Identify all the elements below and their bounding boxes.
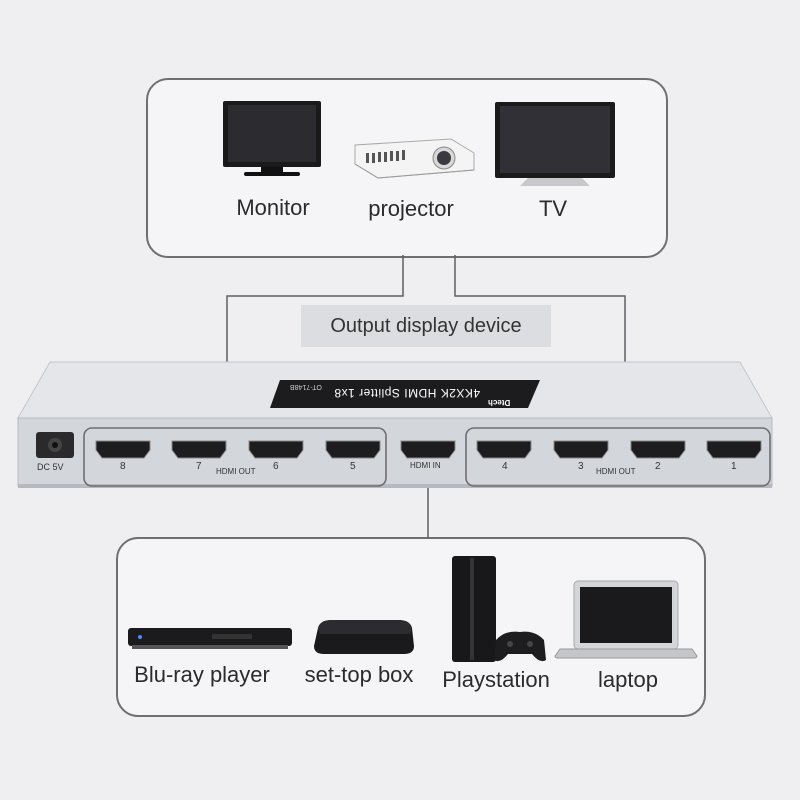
hdmi-port-5	[325, 440, 381, 459]
output-device-label: projector	[368, 196, 454, 221]
tv-icon	[495, 102, 615, 186]
hdmi-out-label-left: HDMI OUT	[216, 467, 256, 476]
port-number-6: 6	[273, 461, 279, 472]
input-device-label: Blu-ray player	[134, 662, 270, 687]
hdmi-in-label: HDMI IN	[410, 461, 441, 470]
output-device-label: TV	[538, 196, 568, 221]
laptop-icon	[554, 580, 698, 659]
hdmi-ports	[95, 440, 762, 459]
hdmi-port-1	[706, 440, 762, 459]
hdmi-out-label-right: HDMI OUT	[596, 467, 636, 476]
port-number-2: 2	[655, 461, 661, 472]
input-device-label: set-top box	[304, 662, 414, 687]
model-plate	[270, 380, 540, 408]
hdmi-port-6	[248, 440, 304, 459]
hdmi-port-3	[553, 440, 609, 459]
port-number-3: 3	[578, 461, 584, 472]
port-number-1: 1	[731, 461, 737, 472]
blu-ray-player-icon	[128, 628, 292, 649]
output-device-label: Monitor	[236, 195, 310, 220]
playstation-icon	[452, 556, 546, 662]
set-top-box-icon	[314, 620, 414, 654]
port-number-8: 8	[120, 461, 126, 472]
section-label: Output display device	[301, 305, 551, 347]
port-number-5: 5	[350, 461, 356, 472]
input-device-label: laptop	[598, 667, 658, 692]
hdmi-port-4	[476, 440, 532, 459]
hdmi-port-8	[95, 440, 151, 459]
port-number-4: 4	[502, 461, 508, 472]
brand-logo: Dtech	[488, 398, 511, 407]
hdmi-port-7	[171, 440, 227, 459]
projector-icon	[354, 138, 475, 179]
hdmi-port-in	[400, 440, 456, 459]
port-number-7: 7	[196, 461, 202, 472]
input-device-label: Playstation	[442, 667, 550, 692]
hdmi-port-2	[630, 440, 686, 459]
monitor-icon	[223, 101, 321, 176]
model-code: OT-7148B	[290, 383, 322, 390]
power-label: DC 5V	[37, 462, 64, 472]
